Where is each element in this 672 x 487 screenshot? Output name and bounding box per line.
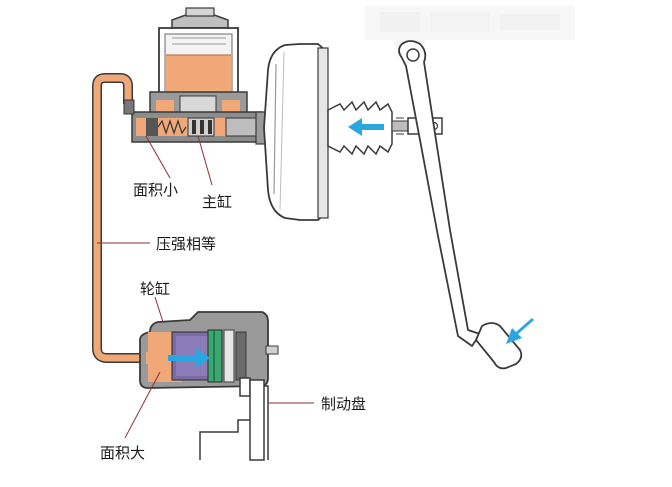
label-equal-pressure: 压强相等 bbox=[156, 235, 216, 253]
arrow-down-left-icon bbox=[506, 318, 534, 344]
label-wheel-cylinder: 轮缸 bbox=[140, 280, 170, 298]
blurred-watermark bbox=[365, 6, 575, 48]
label-master-cylinder: 主缸 bbox=[202, 193, 232, 211]
arrow-left-icon bbox=[348, 118, 384, 136]
brake-fluid-line bbox=[92, 73, 152, 363]
wheel-cylinder bbox=[139, 311, 279, 389]
label-small-area: 面积小 bbox=[133, 181, 178, 199]
arrow-right-icon bbox=[168, 348, 210, 368]
brake-disc bbox=[199, 377, 269, 461]
label-brake-disc: 制动盘 bbox=[321, 395, 366, 413]
label-large-area: 面积大 bbox=[100, 444, 145, 462]
master-cylinder bbox=[123, 7, 263, 143]
leader-lines bbox=[97, 135, 314, 439]
brake-pedal bbox=[398, 40, 523, 370]
